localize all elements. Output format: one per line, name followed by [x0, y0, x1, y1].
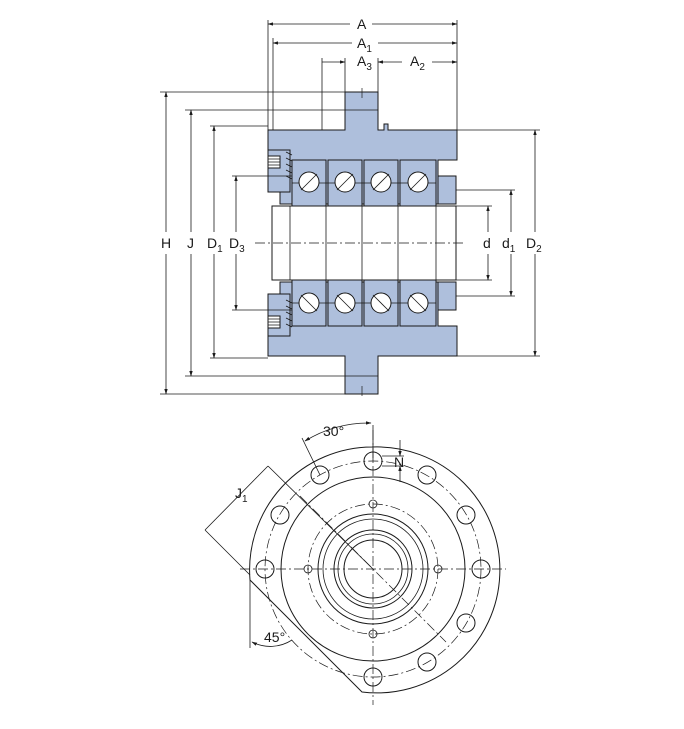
- label-d: d: [483, 235, 491, 251]
- label-angle-30: 30°: [323, 423, 344, 439]
- label-J: J: [187, 235, 194, 251]
- bolt-hole: [471, 559, 491, 579]
- front-view: J1 30° N 45°: [204, 421, 506, 705]
- bolt-hole: [456, 505, 476, 525]
- bearing-row-upper: [291, 159, 437, 207]
- right-spacer-upper: [437, 175, 457, 205]
- thread-hatching: [285, 151, 293, 328]
- side-section-view: A A1 A3 A2 H J D1 D3 d d1 D2: [160, 16, 542, 398]
- label-A1: A1: [357, 35, 372, 55]
- label-angle-45: 45°: [264, 629, 285, 645]
- label-A2: A2: [410, 53, 425, 73]
- label-H: H: [161, 235, 171, 251]
- label-A: A: [357, 16, 367, 32]
- label-D2: D2: [526, 235, 542, 255]
- right-spacer-lower: [437, 281, 457, 311]
- label-d1: d1: [502, 235, 516, 255]
- flange-outline: [249, 446, 501, 694]
- label-A3: A3: [357, 53, 372, 73]
- label-D3: D3: [229, 235, 245, 255]
- dimension-lines: [164, 22, 537, 395]
- bolt-hole: [270, 505, 290, 525]
- bolt-hole: [456, 613, 476, 633]
- label-J1: J1: [235, 485, 248, 505]
- bolt-hole: [417, 465, 437, 485]
- bearing-row-lower: [291, 279, 437, 327]
- bolt-hole: [310, 465, 330, 485]
- bolt-hole: [417, 652, 437, 672]
- label-D1: D1: [207, 235, 223, 255]
- bolt-hole: [255, 559, 275, 579]
- extension-lines: [160, 20, 540, 395]
- label-N: N: [394, 454, 404, 470]
